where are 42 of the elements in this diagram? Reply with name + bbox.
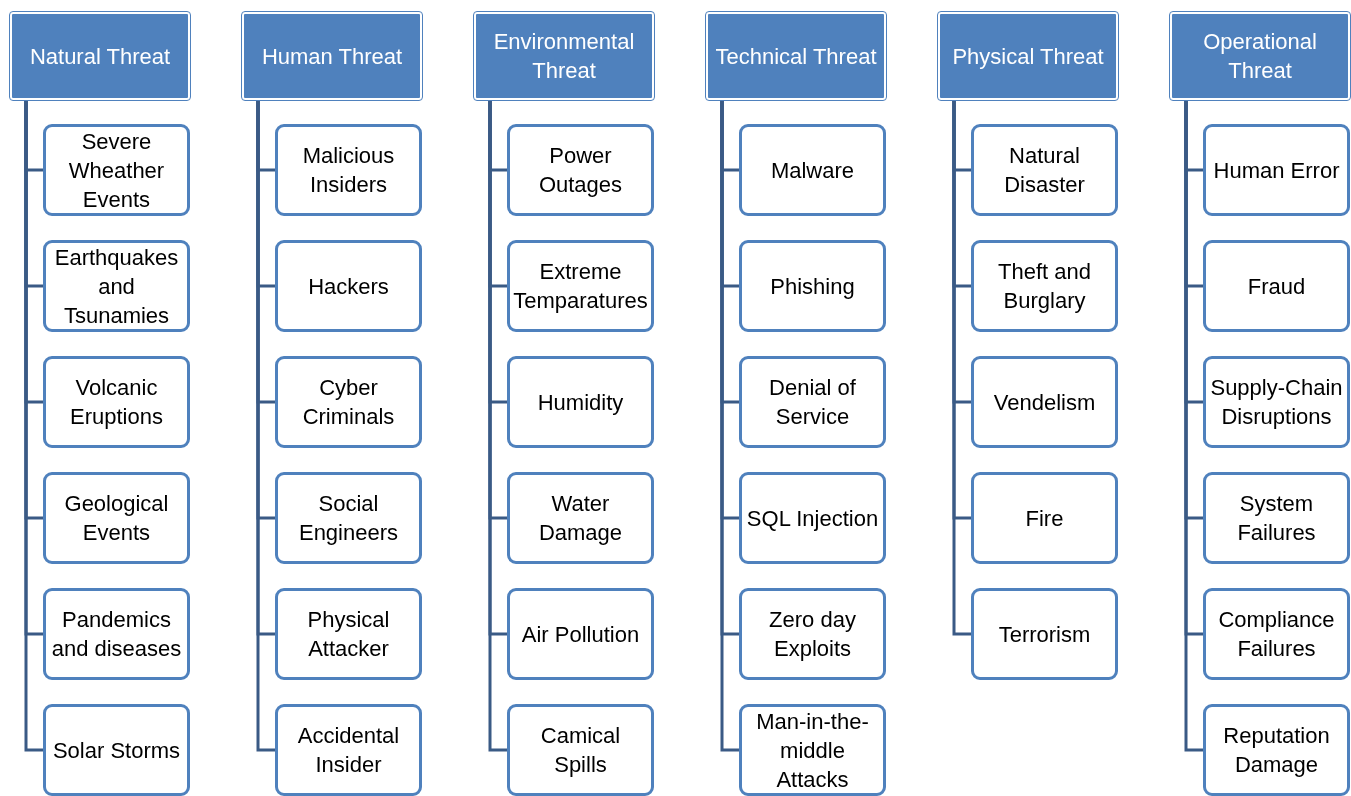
threat-box: Geological Events — [43, 472, 190, 564]
threat-box: Extreme Temparatures — [507, 240, 654, 332]
threat-box: System Failures — [1203, 472, 1350, 564]
threat-box: Camical Spills — [507, 704, 654, 796]
threat-box: Denial of Service — [739, 356, 886, 448]
threat-box: Vendelism — [971, 356, 1118, 448]
threat-box: Terrorism — [971, 588, 1118, 680]
threat-box: SQL Injection — [739, 472, 886, 564]
threat-box: Hackers — [275, 240, 422, 332]
category-box: Environmental Threat — [474, 12, 654, 100]
category-box: Physical Threat — [938, 12, 1118, 100]
threat-box: Supply-Chain Disruptions — [1203, 356, 1350, 448]
threat-box: Theft and Burglary — [971, 240, 1118, 332]
threat-box: Air Pollution — [507, 588, 654, 680]
threat-box: Zero day Exploits — [739, 588, 886, 680]
category-box: Technical Threat — [706, 12, 886, 100]
category-box: Human Threat — [242, 12, 422, 100]
threat-box: Human Error — [1203, 124, 1350, 216]
threat-box: Malicious Insiders — [275, 124, 422, 216]
connector-line — [952, 100, 971, 636]
threat-box: Man-in-the-middle Attacks — [739, 704, 886, 796]
threat-box: Fraud — [1203, 240, 1350, 332]
threat-box: Cyber Criminals — [275, 356, 422, 448]
threat-box: Solar Storms — [43, 704, 190, 796]
threat-box: Fire — [971, 472, 1118, 564]
threat-box: Social Engineers — [275, 472, 422, 564]
threat-box: Volcanic Eruptions — [43, 356, 190, 448]
threat-box: Power Outages — [507, 124, 654, 216]
threat-box: Malware — [739, 124, 886, 216]
threat-box: Physical Attacker — [275, 588, 422, 680]
threat-box: Phishing — [739, 240, 886, 332]
threat-box: Severe Wheather Events — [43, 124, 190, 216]
threat-box: Humidity — [507, 356, 654, 448]
threat-box: Pandemics and diseases — [43, 588, 190, 680]
threat-box: Water Damage — [507, 472, 654, 564]
threat-box: Reputation Damage — [1203, 704, 1350, 796]
category-box: Natural Threat — [10, 12, 190, 100]
threat-box: Compliance Failures — [1203, 588, 1350, 680]
threat-box: Natural Disaster — [971, 124, 1118, 216]
category-box: Operational Threat — [1170, 12, 1350, 100]
threat-box: Earthquakes and Tsunamies — [43, 240, 190, 332]
threat-box: Accidental Insider — [275, 704, 422, 796]
